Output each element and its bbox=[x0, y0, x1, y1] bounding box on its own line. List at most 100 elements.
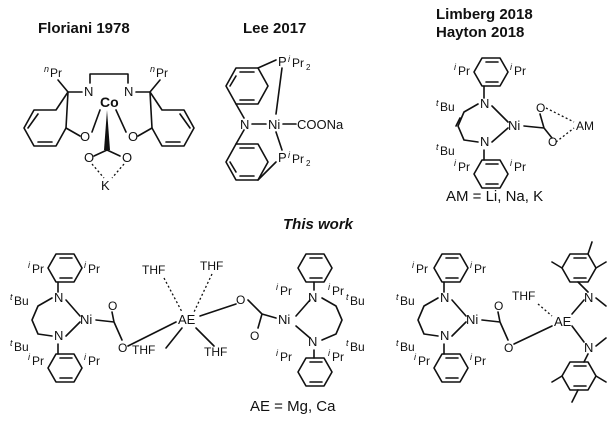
ligand-thf: THF bbox=[142, 263, 165, 277]
atom-o: O bbox=[536, 101, 545, 115]
atom-ni: Ni bbox=[508, 118, 520, 133]
prefix-i: i bbox=[454, 158, 457, 168]
atom-n: N bbox=[124, 84, 133, 99]
structure-limberg-hayton: i Pr i Pr N N t Bu t Bu Ni O O AM bbox=[436, 57, 594, 189]
atom-o: O bbox=[108, 299, 117, 313]
atom-ni: Ni bbox=[268, 117, 280, 132]
prefix-t: t bbox=[10, 292, 13, 302]
atom-ni: Ni bbox=[80, 312, 92, 327]
prefix-i: i bbox=[328, 348, 331, 358]
group-pr: Pr bbox=[88, 354, 100, 368]
atom-n: N bbox=[240, 117, 249, 132]
heading-floriani: Floriani 1978 bbox=[38, 20, 130, 37]
prefix-n: n bbox=[44, 64, 49, 74]
group-pr: Pr bbox=[418, 354, 430, 368]
atom-ni: Ni bbox=[278, 312, 290, 327]
prefix-i: i bbox=[328, 282, 331, 292]
group-pr: Pr bbox=[416, 262, 428, 276]
atom-ae: AE bbox=[554, 314, 572, 329]
ligand-thf: THF bbox=[200, 259, 223, 273]
heading-hayton: Hayton 2018 bbox=[436, 24, 525, 41]
group-pr: Pr bbox=[458, 64, 470, 78]
prefix-i: i bbox=[28, 352, 31, 362]
structure-ae-heteroleptic: i Pr i Pr N N t Bu t Bu Ni O O i Pr i Pr bbox=[396, 241, 607, 403]
prefix-t: t bbox=[436, 142, 439, 152]
atom-n: N bbox=[308, 334, 317, 349]
atom-o: O bbox=[80, 129, 90, 144]
group-pr: Pr bbox=[88, 262, 100, 276]
atom-n: N bbox=[84, 84, 93, 99]
atom-o: O bbox=[84, 150, 94, 165]
group-bu: Bu bbox=[440, 100, 455, 114]
prefix-i: i bbox=[288, 150, 291, 160]
group-bu: Bu bbox=[350, 294, 365, 308]
group-pr: Pr bbox=[292, 152, 304, 166]
atom-o: O bbox=[128, 129, 138, 144]
group-bu: Bu bbox=[440, 144, 455, 158]
prefix-i: i bbox=[84, 352, 87, 362]
atom-n: N bbox=[308, 290, 317, 305]
prefix-i: i bbox=[288, 54, 291, 64]
group-pr: Pr bbox=[32, 354, 44, 368]
ligand-thf: THF bbox=[512, 289, 535, 303]
group-pr: Pr bbox=[292, 56, 304, 70]
atom-ae: AE bbox=[178, 312, 196, 327]
prefix-t: t bbox=[436, 98, 439, 108]
prefix-i: i bbox=[28, 260, 31, 270]
group-coona: COONa bbox=[297, 117, 344, 132]
prefix-i: i bbox=[84, 260, 87, 270]
prefix-t: t bbox=[10, 338, 13, 348]
prefix-i: i bbox=[454, 62, 457, 72]
group-bu: Bu bbox=[400, 340, 415, 354]
atom-n: N bbox=[584, 340, 593, 355]
prefix-t: t bbox=[346, 338, 349, 348]
prefix-t: t bbox=[396, 292, 399, 302]
group-pr: Pr bbox=[474, 354, 486, 368]
group-pr: Pr bbox=[332, 350, 344, 364]
group-pr: Pr bbox=[514, 160, 526, 174]
prefix-t: t bbox=[396, 338, 399, 348]
group-bu: Bu bbox=[14, 340, 29, 354]
group-pr: Pr bbox=[50, 66, 62, 80]
prefix-i: i bbox=[276, 282, 279, 292]
atom-o: O bbox=[494, 299, 503, 313]
atom-p: P bbox=[278, 54, 287, 69]
group-pr: Pr bbox=[332, 284, 344, 298]
prefix-i: i bbox=[470, 352, 473, 362]
atom-o: O bbox=[118, 341, 127, 355]
ligand-thf: THF bbox=[204, 345, 227, 359]
sub-2: 2 bbox=[306, 159, 311, 168]
prefix-i: i bbox=[470, 260, 473, 270]
atom-o: O bbox=[236, 293, 245, 307]
sub-2: 2 bbox=[306, 63, 311, 72]
structure-floriani: N N Co n Pr n Pr O O O O bbox=[23, 64, 195, 193]
prefix-i: i bbox=[412, 260, 415, 270]
atom-n: N bbox=[440, 290, 449, 305]
group-pr: Pr bbox=[280, 284, 292, 298]
atom-n: N bbox=[440, 328, 449, 343]
atom-k: K bbox=[101, 178, 110, 193]
atom-o: O bbox=[548, 135, 557, 149]
atom-n: N bbox=[54, 328, 63, 343]
atom-n: N bbox=[584, 290, 593, 305]
group-bu: Bu bbox=[14, 294, 29, 308]
caption-am: AM = Li, Na, K bbox=[446, 188, 544, 205]
group-pr: Pr bbox=[474, 262, 486, 276]
prefix-i: i bbox=[510, 62, 513, 72]
caption-ae: AE = Mg, Ca bbox=[250, 398, 336, 415]
atom-n: N bbox=[480, 134, 489, 149]
prefix-n: n bbox=[150, 64, 155, 74]
heading-lee: Lee 2017 bbox=[243, 20, 307, 37]
atom-o: O bbox=[504, 341, 513, 355]
atom-n: N bbox=[54, 290, 63, 305]
group-pr: Pr bbox=[514, 64, 526, 78]
heading-limberg: Limberg 2018 bbox=[436, 6, 533, 23]
ligand-thf: THF bbox=[132, 343, 155, 357]
group-pr: Pr bbox=[458, 160, 470, 174]
prefix-i: i bbox=[510, 158, 513, 168]
group-pr: Pr bbox=[156, 66, 168, 80]
group-pr: Pr bbox=[280, 350, 292, 364]
atom-ni: Ni bbox=[466, 312, 478, 327]
